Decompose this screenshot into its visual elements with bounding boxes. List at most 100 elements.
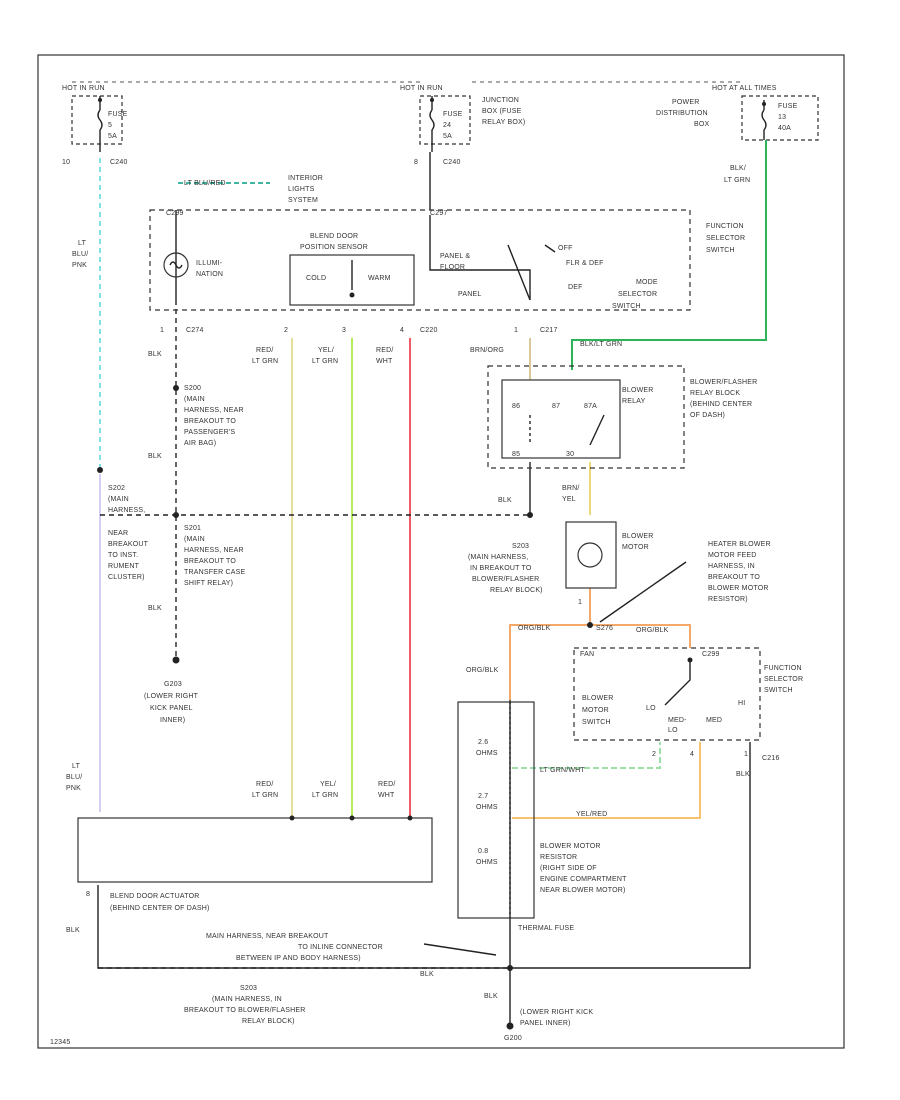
c240-mid-label: C240 <box>443 159 461 166</box>
motor-feed-line6: RESISTOR) <box>708 596 748 603</box>
speed-medlo-2: LO <box>668 727 678 734</box>
s201-line2: (MAIN <box>184 536 205 543</box>
motor-feed-line2: MOTOR FEED <box>708 552 757 559</box>
s203-mid-line1: S203 <box>512 543 529 550</box>
pin-1c: 1 <box>578 599 582 606</box>
s203-mid-line4: BLOWER/FLASHER <box>472 576 539 583</box>
blower-relay-box <box>501 379 621 459</box>
s203-bottom-line3: BREAKOUT TO BLOWER/FLASHER <box>184 1007 306 1014</box>
fuse-left-number: 5 <box>108 122 112 129</box>
speed-lo: LO <box>646 705 656 712</box>
brn-yel-line1: BRN/ <box>562 485 580 492</box>
blower-flasher-line3: (BEHIND CENTER <box>690 401 752 408</box>
yel-lt-grn-b-line2: LT GRN <box>312 792 338 799</box>
c240-left-pin: 10 <box>62 159 70 166</box>
blower-motor-switch-box <box>573 647 761 741</box>
g203-line1: G203 <box>164 681 182 688</box>
pin-4c: 4 <box>690 751 694 758</box>
lt-blu-red-label: LT BLU/RED <box>184 180 226 187</box>
fuse-mid-amp: 5A <box>443 133 452 140</box>
function-selector-line2: SELECTOR <box>706 235 745 242</box>
fan-label: FAN <box>580 651 594 658</box>
main-harness-note-line3: BETWEEN IP AND BODY HARNESS) <box>236 955 361 962</box>
fuse-right-amp: 40A <box>778 125 791 132</box>
blower-flasher-relay-block <box>487 365 685 469</box>
motor-feed-line4: BREAKOUT TO <box>708 574 760 581</box>
red-lt-grn-b-line2: LT GRN <box>252 792 278 799</box>
s202-node <box>97 467 103 473</box>
blower-relay-line2: RELAY <box>622 398 646 405</box>
blk-lt-grn-b: BLK/LT GRN <box>580 341 622 348</box>
s200-line4: BREAKOUT TO <box>184 418 236 425</box>
blower-switch-line2: MOTOR <box>582 707 609 714</box>
s201-line3: HARNESS, NEAR <box>184 547 244 554</box>
g203-line2: (LOWER RIGHT <box>144 693 199 700</box>
main-harness-pointer <box>423 943 497 956</box>
junction-box-line1: JUNCTION <box>482 97 519 104</box>
c299-label: C299 <box>166 210 184 217</box>
g200-id: G200 <box>504 1035 522 1042</box>
s203-bottom-line2: (MAIN HARNESS, IN <box>212 996 282 1003</box>
lt-blu-pnk-line2: BLU/ <box>72 251 88 258</box>
red-lt-grn-b-line1: RED/ <box>256 781 274 788</box>
c274-label: C274 <box>186 327 204 334</box>
s203-bottom-node <box>507 965 513 971</box>
pin-1b: 1 <box>514 327 518 334</box>
thermal-fuse: THERMAL FUSE <box>518 925 574 932</box>
hot-in-run-left: HOT IN RUN <box>62 85 105 92</box>
diagram-code: 12345 <box>50 1039 70 1046</box>
fuse-mid-label: FUSE <box>443 111 463 118</box>
blower-motor-line1: BLOWER <box>622 533 654 540</box>
blk-lt-grn-line2: LT GRN <box>724 177 750 184</box>
red-wht-line2: WHT <box>376 358 393 365</box>
blend-actuator-line2: (BEHIND CENTER OF DASH) <box>110 905 210 912</box>
c220-label: C220 <box>420 327 438 334</box>
blk-label-6: BLK <box>66 927 80 934</box>
fuse-right-node <box>762 102 766 106</box>
s202-line4: NEAR <box>108 530 128 537</box>
mode-selector-line1: MODE <box>636 279 658 286</box>
blower-motor-box <box>565 521 617 589</box>
s202-line8: CLUSTER) <box>108 574 145 581</box>
def-label: DEF <box>568 284 583 291</box>
blk-label-7: BLK <box>420 971 434 978</box>
junction-box-line3: RELAY BOX) <box>482 119 525 126</box>
c240-mid-pin: 8 <box>414 159 418 166</box>
pin-1a: 1 <box>160 327 164 334</box>
wire-blk-lt-grn <box>571 140 767 370</box>
blower-resistor-line4: ENGINE COMPARTMENT <box>540 876 627 883</box>
resistor-2-7: 2.7 <box>478 793 488 800</box>
mode-switch-contact <box>544 244 556 253</box>
s203-bottom-line1: S203 <box>240 985 257 992</box>
power-dist-line3: BOX <box>694 121 710 128</box>
s202-line5: BREAKOUT <box>108 541 149 548</box>
blend-door-pos-line1: BLEND DOOR <box>310 233 358 240</box>
g200-line2: PANEL INNER) <box>520 1020 571 1027</box>
org-blk-a: ORG/BLK <box>518 625 551 632</box>
g200-line1: (LOWER RIGHT KICK <box>520 1009 593 1016</box>
blk-label-8: BLK <box>484 993 498 1000</box>
s276-label: S276 <box>596 625 613 632</box>
wire-org-blk-right <box>590 624 691 648</box>
power-distribution-box <box>741 95 819 141</box>
pin-2c: 2 <box>652 751 656 758</box>
s200-line2: (MAIN <box>184 396 205 403</box>
c217-label: C217 <box>540 327 558 334</box>
relay-pin-85: 85 <box>512 451 520 458</box>
yel-red-label: YEL/RED <box>576 811 607 818</box>
s203-mid-line2: (MAIN HARNESS, <box>468 554 528 561</box>
s203-mid-line3: IN BREAKOUT TO <box>470 565 532 572</box>
interior-lights-line3: SYSTEM <box>288 197 318 204</box>
sensor-wiper-node <box>349 292 355 298</box>
actuator-pin-red-wht <box>407 815 413 821</box>
warm-label: WARM <box>368 275 391 282</box>
blower-relay-line1: BLOWER <box>622 387 654 394</box>
actuator-pin-yel-lt-grn <box>349 815 355 821</box>
blower-switch-line3: SWITCH <box>582 719 611 726</box>
motor-feed-line1: HEATER BLOWER <box>708 541 771 548</box>
blend-door-pos-line2: POSITION SENSOR <box>300 244 368 251</box>
resistor-0-8: 0.8 <box>478 848 488 855</box>
motor-feed-line5: BLOWER MOTOR <box>708 585 769 592</box>
blower-flasher-line1: BLOWER/FLASHER <box>690 379 757 386</box>
pin-3a: 3 <box>342 327 346 334</box>
